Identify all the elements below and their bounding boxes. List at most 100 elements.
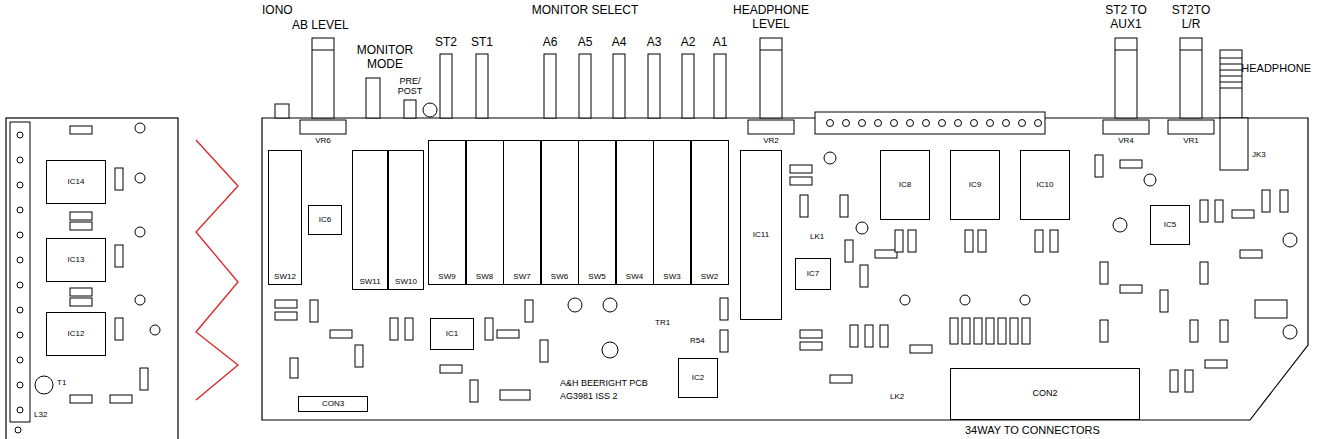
control-label: PRE/ POST <box>395 76 425 97</box>
switch-button <box>544 54 556 118</box>
resistor-symbol <box>1095 155 1103 177</box>
control-label: ST2 TO AUX1 <box>1101 4 1151 32</box>
resistor-symbol <box>1022 318 1030 344</box>
part-designator: IC12 <box>68 330 85 339</box>
connector-box: CON3 <box>298 396 368 412</box>
ic-box: IC10 <box>1020 150 1070 220</box>
led-symbol <box>423 103 437 117</box>
pot-shaft <box>760 38 782 118</box>
pin-symbol <box>17 182 23 188</box>
resistor-symbol <box>1010 318 1018 344</box>
switch-label: A6 <box>543 36 558 50</box>
part-designator: VR6 <box>315 136 331 145</box>
resistor-symbol <box>470 380 478 402</box>
hole-symbol <box>15 427 21 433</box>
resistor-symbol <box>800 195 808 217</box>
control-label: HEADPHONE LEVEL <box>731 4 811 32</box>
resistor-symbol <box>1205 360 1227 368</box>
part-designator: SW3 <box>663 273 680 282</box>
pot-body <box>1103 120 1149 134</box>
resistor-symbol <box>310 300 318 322</box>
resistor-symbol <box>1170 370 1178 392</box>
jack-hatch <box>1220 70 1242 71</box>
switch-box: SW6 <box>541 140 579 285</box>
capacitors <box>135 123 1297 358</box>
part-designator: IC2 <box>692 374 704 383</box>
part-designator: IC11 <box>753 231 769 240</box>
pin-symbol <box>17 382 23 388</box>
part-designator: IC1 <box>446 330 458 339</box>
pot-body <box>748 120 794 134</box>
board-fragment <box>6 118 178 439</box>
resistor-symbol <box>865 325 873 347</box>
pin-symbol <box>843 120 850 127</box>
pin-symbol <box>17 207 23 213</box>
resistor-symbol <box>1100 320 1108 342</box>
jack-body <box>1220 118 1248 170</box>
capacitor-symbol <box>135 173 145 183</box>
resistor-symbol <box>962 318 970 344</box>
part-designator: VR1 <box>1183 136 1199 145</box>
resistor-symbol <box>330 330 352 338</box>
resistor-symbol <box>1232 210 1254 218</box>
resistor-symbol <box>1200 200 1208 222</box>
switch-box: SW5 <box>578 140 616 285</box>
capacitor-symbol <box>602 342 618 358</box>
resistor-symbol <box>1100 262 1108 284</box>
header-body <box>815 112 1045 134</box>
part-designator: IC6 <box>319 216 331 225</box>
part-designator: TR1 <box>655 318 670 327</box>
resistor-symbol <box>440 365 462 373</box>
part-designator: IC7 <box>807 270 819 279</box>
ic-box: IC5 <box>1150 205 1190 245</box>
resistor-symbol <box>790 177 812 185</box>
jack-hatch <box>1220 58 1242 59</box>
ic-box: IC7 <box>795 258 831 290</box>
pin-symbol <box>17 332 23 338</box>
capacitor-symbol <box>568 298 582 312</box>
part-designator: IC10 <box>1037 181 1054 190</box>
component-outline <box>1255 300 1287 318</box>
switch-label: A4 <box>612 36 627 50</box>
ic-box: IC11 <box>740 150 782 320</box>
switch-button <box>579 54 591 118</box>
part-designator: SW4 <box>626 273 643 282</box>
resistor-symbol <box>1120 285 1142 293</box>
pin-symbol <box>955 120 962 127</box>
board-outlines <box>6 118 1308 439</box>
resistor-symbol <box>850 325 858 347</box>
switch-label: A2 <box>681 36 696 50</box>
switch-button <box>404 100 416 118</box>
resistor-symbol <box>405 318 413 340</box>
pot-knurl <box>1180 50 1202 51</box>
resistor-symbol <box>275 300 297 308</box>
switch-button <box>440 54 452 118</box>
resistor-symbol <box>845 240 853 262</box>
resistor-symbol <box>800 342 822 350</box>
part-designator: IC9 <box>969 181 981 190</box>
switch-button <box>275 104 289 118</box>
resistor-symbol <box>497 330 519 338</box>
resistor-symbol <box>800 330 822 338</box>
ic-box: IC8 <box>880 150 930 220</box>
pot-knurl <box>312 50 334 51</box>
pin-symbol <box>17 407 23 413</box>
capacitor-symbol <box>135 227 145 237</box>
resistor-symbol <box>875 250 897 258</box>
resistor-symbol <box>525 300 533 322</box>
jack-shaft <box>1220 50 1242 118</box>
switch-box: SW7 <box>503 140 541 285</box>
pin-symbol <box>17 232 23 238</box>
transistor-symbol <box>35 376 53 394</box>
header-strip <box>815 112 1045 134</box>
switch-box: SW11 <box>352 150 388 290</box>
connector-box: CON2 <box>950 368 1140 420</box>
pin-symbol <box>907 120 914 127</box>
part-designator: LK1 <box>810 232 824 241</box>
resistor-symbol <box>1280 190 1288 212</box>
resistor-symbol <box>1262 190 1270 212</box>
resistor-symbol <box>998 318 1006 344</box>
switch-box: SW3 <box>653 140 691 285</box>
part-designator: R54 <box>690 336 705 345</box>
part-designator: IC14 <box>68 178 85 187</box>
